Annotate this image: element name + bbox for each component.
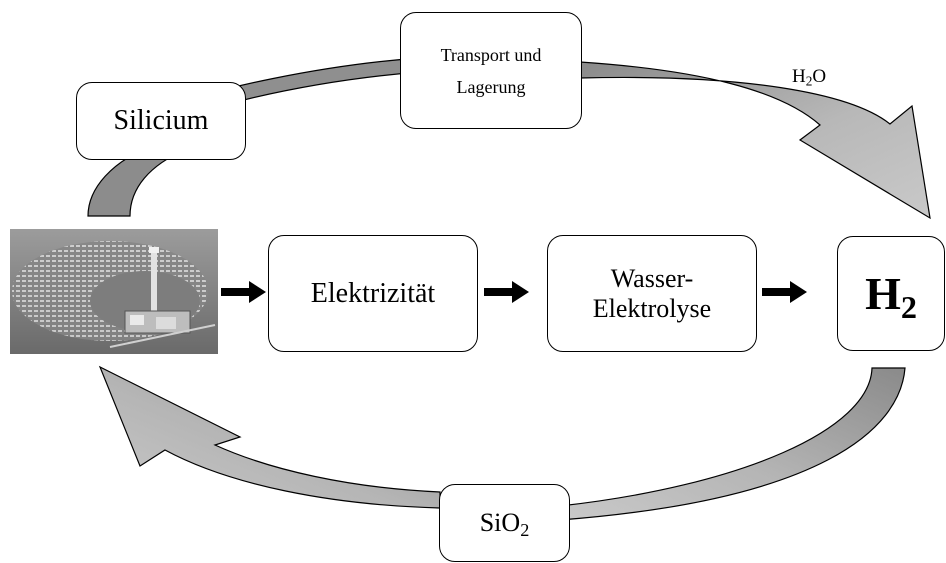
elektrolyse-line1: Wasser- xyxy=(610,263,694,293)
node-elektrizitaet: Elektrizität xyxy=(268,235,478,352)
elektrizitaet-label: Elektrizität xyxy=(310,277,436,309)
sio2-label: SiO2 xyxy=(479,508,530,541)
node-transport-lagerung: Transport und Lagerung xyxy=(400,12,582,129)
h2o-label: H2O xyxy=(792,66,827,89)
arrow-elektrolyse-to-h2 xyxy=(762,281,807,303)
arrow-sio2-to-plant xyxy=(98,365,441,509)
node-h2: H2 xyxy=(837,236,945,351)
arrow-elektrizitaet-to-elektrolyse xyxy=(484,281,529,303)
arrow-transport-to-h2 xyxy=(579,61,931,220)
transport-line2: Lagerung xyxy=(456,76,526,97)
node-silicium: Silicium xyxy=(76,82,246,160)
arrow-plant-to-elektrizitaet xyxy=(221,281,266,303)
node-wasser-elektrolyse: Wasser- Elektrolyse xyxy=(547,235,757,352)
elektrolyse-line2: Elektrolyse xyxy=(592,293,712,323)
silicium-label: Silicium xyxy=(113,105,209,136)
arrow-h2-to-sio2 xyxy=(559,367,906,521)
h2-label: H2 xyxy=(865,268,917,326)
solar-plant-photo xyxy=(10,229,218,354)
node-sio2: SiO2 xyxy=(439,484,570,562)
transport-line1: Transport und xyxy=(440,44,542,65)
